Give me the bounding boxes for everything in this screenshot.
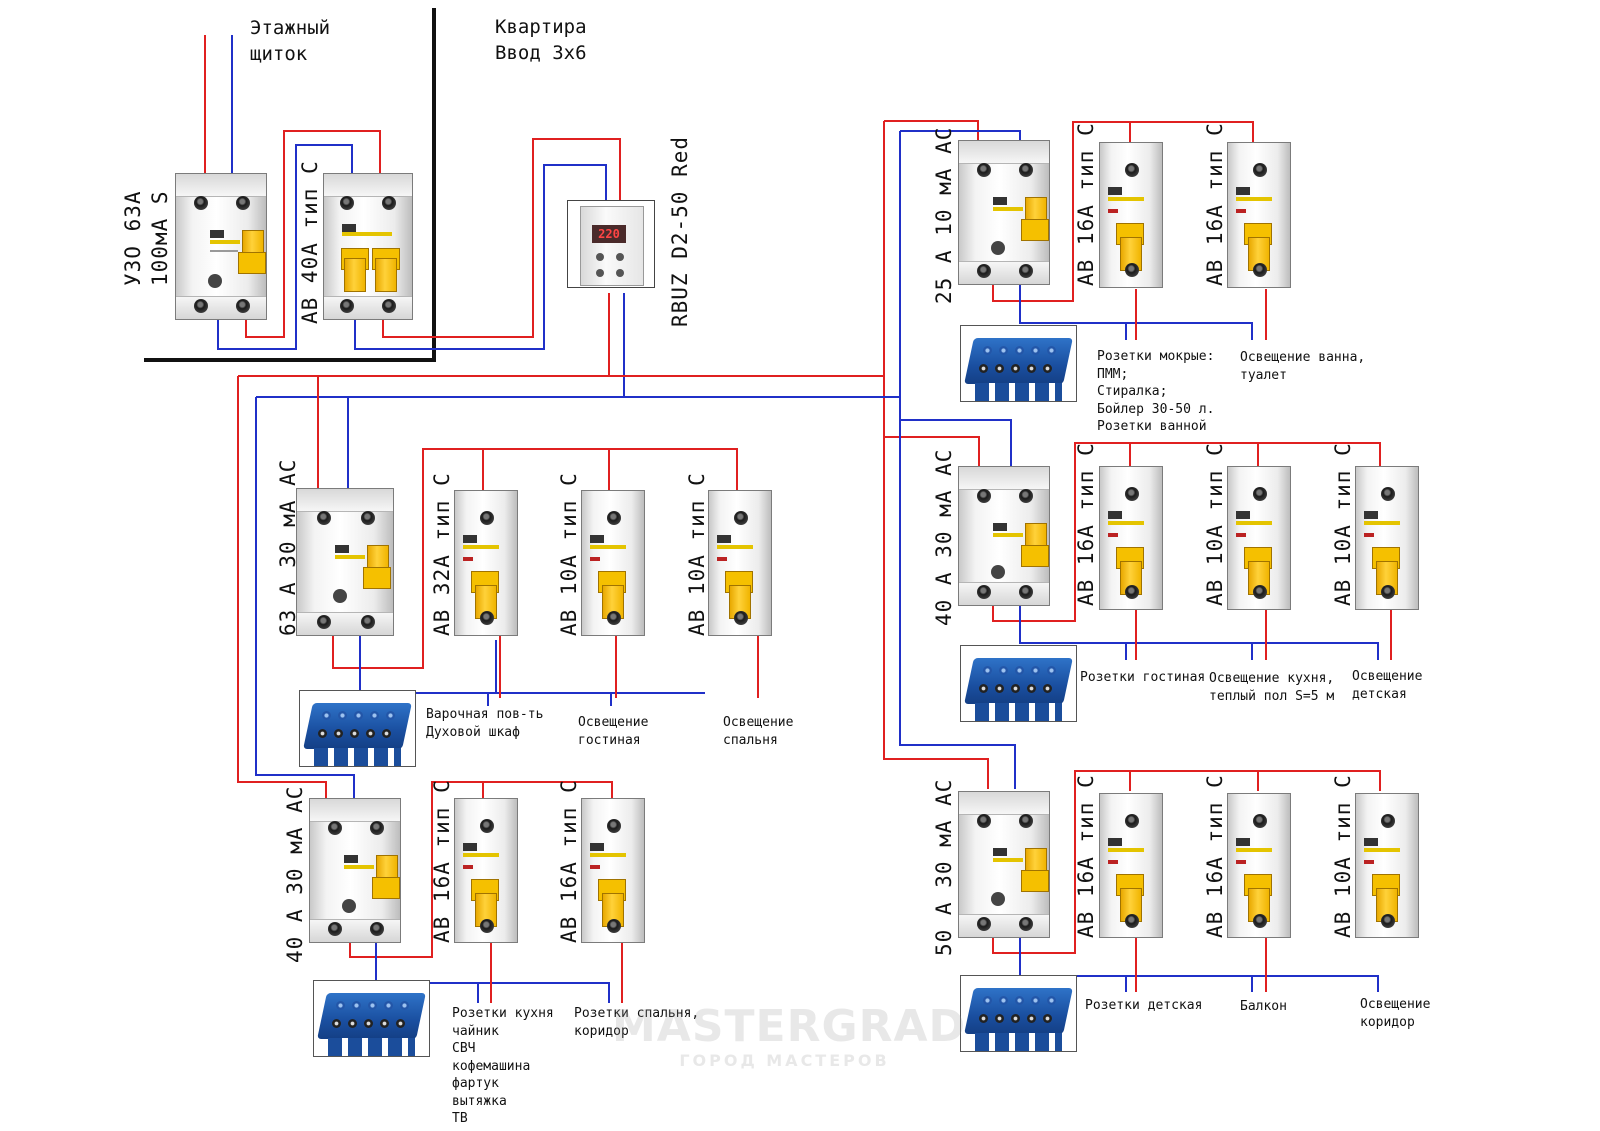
circuit-kids-light-label: Освещение детская [1352, 669, 1423, 702]
bus-bar-kitchen [299, 690, 416, 767]
av-16a-kids-sockets-label: АВ 16А тип С [1074, 774, 1098, 938]
main-av-device [323, 173, 413, 320]
rcd-40a-kitchen-label: 40 А 30 мА АС [283, 785, 307, 963]
av-16a-bedroom-sockets-label: АВ 16А тип С [557, 779, 581, 943]
av-16a-wet-sockets-label: АВ 16А тип С [1074, 122, 1098, 286]
apartment-boundary [144, 8, 436, 362]
main-uzo-label: УЗО 63А 100мА S [121, 190, 172, 286]
circuit-kitchen-sockets-label: Розетки кухня чайник СВЧ кофемашина фарт… [452, 1006, 554, 1126]
main-uzo-device [175, 173, 267, 320]
av-10a-kitchen-light-device [1227, 466, 1291, 610]
av-10a-bedroom-light-label: АВ 10А тип С [685, 472, 709, 636]
av-16a-kitchen-sockets-label: АВ 16А тип С [430, 779, 454, 943]
circuit-wet-sockets-label: Розетки мокрые: ПММ; Стиралка; Бойлер 30… [1097, 349, 1215, 434]
av-16a-kids-sockets-device [1099, 793, 1163, 938]
av-16a-bath-light-device [1227, 142, 1291, 288]
watermark-tagline: ГОРОД МАСТЕРОВ [679, 1051, 890, 1070]
av-10a-kitchen-light-label: АВ 10А тип С [1203, 442, 1227, 606]
circuit-living-sockets-label: Розетки гостиная [1080, 670, 1206, 685]
av-16a-balcony-device [1227, 793, 1291, 938]
circuit-balcony-label: Балкон [1240, 999, 1287, 1014]
circuit-kitchen-light-label: Освещение кухня, теплый пол S=5 м [1209, 671, 1335, 704]
rcd-40a-living-device [958, 466, 1050, 606]
rcd-40a-kitchen-device [309, 798, 401, 943]
av-16a-balcony-label: АВ 16А тип С [1203, 774, 1227, 938]
circuit-kids-sockets-label: Розетки детская [1085, 998, 1203, 1013]
rcd-25a-device [958, 140, 1050, 285]
av-32a-device [454, 490, 518, 636]
phase-distribution-bus [238, 120, 989, 789]
av-16a-wet-sockets-device [1099, 142, 1163, 288]
av-16a-kitchen-sockets-device [454, 798, 518, 943]
floor-panel-heading: Этажный щиток [250, 17, 331, 65]
circuit-light-bedroom-label: Освещение спальня [723, 715, 794, 748]
circuit-hob-label: Варочная пов-ть Духовой шкаф [426, 707, 544, 740]
circuit-bath-light-label: Освещение ванна, туалет [1240, 350, 1366, 383]
av-32a-label: АВ 32А тип С [430, 472, 454, 636]
rbuz-display: 220 [592, 225, 626, 243]
av-16a-living-sockets-label: АВ 16А тип С [1074, 442, 1098, 606]
rcd-50a-label: 50 А 30 мА АС [932, 778, 956, 956]
watermark: MASTERGRAD ГОРОД МАСТЕРОВ [612, 1001, 967, 1070]
rcd-63a-device [296, 488, 394, 636]
rbuz-label: RBUZ D2-50 Red [668, 135, 692, 327]
av-16a-living-sockets-device [1099, 466, 1163, 610]
rcd-25a-label: 25 А 10 мА АС [932, 126, 956, 304]
bus-bar-sockets [313, 980, 430, 1057]
av-10a-living-light-label: АВ 10А тип С [557, 472, 581, 636]
av-16a-bedroom-sockets-device [581, 798, 645, 943]
uzo-to-av-neutral [217, 144, 353, 350]
av-10a-corridor-light-device [1355, 793, 1419, 938]
av-10a-kids-light-device [1355, 466, 1419, 610]
circuit-corridor-light-label: Освещение коридор [1360, 997, 1431, 1030]
av-to-rbuz-phase [382, 138, 621, 338]
bus-bar-living [960, 645, 1077, 722]
av-10a-corridor-light-label: АВ 10А тип С [1331, 774, 1355, 938]
watermark-brand: MASTERGRAD [612, 1001, 967, 1052]
av-10a-kids-light-label: АВ 10А тип С [1331, 442, 1355, 606]
rcd-40a-living-label: 40 А 30 мА АС [932, 448, 956, 626]
main-av-label: АВ 40А тип С [298, 160, 322, 324]
rcd-63a-label: 63 А 30 мА АС [276, 458, 300, 636]
av-to-rbuz-neutral [354, 164, 607, 350]
uzo-to-av-phase [245, 130, 381, 338]
av-16a-bath-light-label: АВ 16А тип С [1203, 122, 1227, 286]
av-10a-bedroom-light-device [708, 490, 772, 636]
circuit-light-living-label: Освещение гостиная [578, 715, 649, 748]
neutral-distribution-bus [256, 130, 1021, 789]
av-10a-living-light-device [581, 490, 645, 636]
rbuz-voltage-relay: 220 [567, 200, 655, 288]
circuit-bedroom-sockets-label: Розетки спальня, коридор [574, 1006, 700, 1039]
bus-bar-bath [960, 325, 1077, 402]
rcd-50a-device [958, 791, 1050, 938]
bus-bar-kids [960, 975, 1077, 1052]
apartment-heading: Квартира Ввод 3х6 [495, 16, 587, 64]
